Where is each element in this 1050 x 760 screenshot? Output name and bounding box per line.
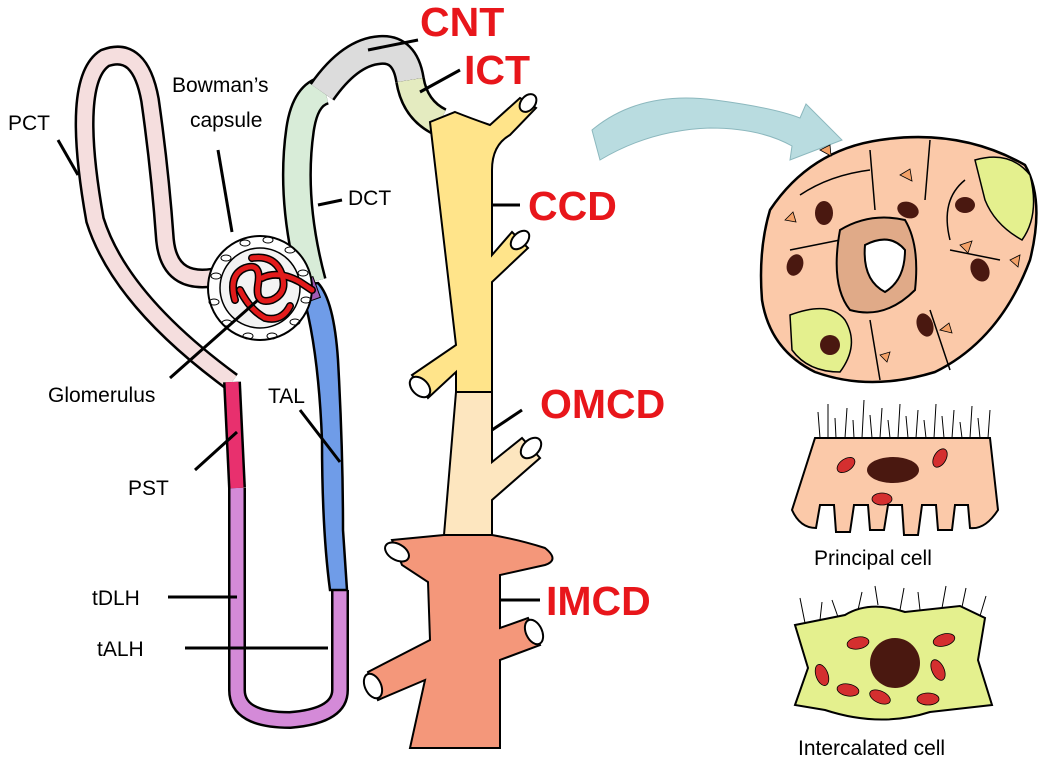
label-bowmans-line2: capsule <box>190 109 262 132</box>
label-pst: PST <box>128 477 169 500</box>
tube-cross-section <box>759 135 1038 384</box>
label-omcd: OMCD <box>540 381 665 427</box>
intercalated-microvilli <box>799 585 987 624</box>
microvilli <box>817 399 991 439</box>
label-glomerulus: Glomerulus <box>48 384 155 407</box>
label-cnt: CNT <box>420 0 504 45</box>
label-ccd: CCD <box>528 183 617 229</box>
label-tal: TAL <box>268 385 305 408</box>
label-ict: ICT <box>464 47 530 93</box>
leader-lines <box>56 38 540 650</box>
imcd-segment <box>366 534 554 749</box>
label-dct: DCT <box>348 187 391 210</box>
label-principal-cell: Principal cell <box>814 547 932 570</box>
label-talh: tALH <box>97 638 144 661</box>
intercalated-cell <box>793 585 994 721</box>
label-imcd: IMCD <box>546 578 651 624</box>
label-intercalated-cell: Intercalated cell <box>798 737 945 760</box>
principal-cell <box>790 399 1000 536</box>
label-bowmans-line1: Bowman’s <box>172 74 269 97</box>
label-pct: PCT <box>8 112 50 135</box>
nephron <box>74 34 448 730</box>
label-tdlh: tDLH <box>92 587 140 610</box>
omcd-segment <box>442 391 542 536</box>
curved-arrow <box>591 97 843 161</box>
collecting-duct <box>362 93 554 749</box>
